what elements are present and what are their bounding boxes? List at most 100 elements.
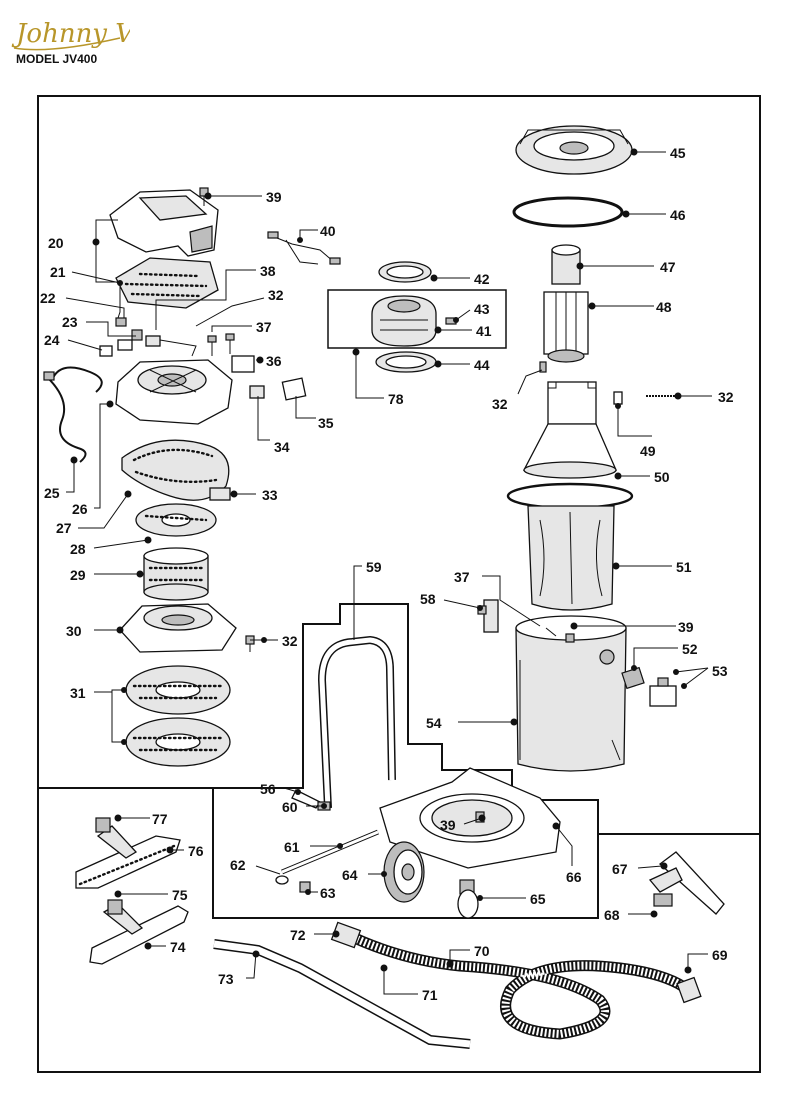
part-65-caster — [457, 879, 479, 919]
part-label-65: 65 — [530, 891, 546, 907]
callout-20: 20 — [48, 219, 120, 283]
part-label-44: 44 — [474, 357, 490, 373]
part-label-42: 42 — [474, 271, 490, 287]
callout-35: 35 — [295, 396, 334, 431]
callout-50: 50 — [614, 469, 670, 485]
callout-77: 77 — [114, 811, 168, 827]
callout-61: 61 — [284, 839, 343, 855]
callout-74: 74 — [144, 939, 186, 955]
callout-29: 29 — [70, 567, 144, 583]
callout-45: 45 — [630, 145, 686, 161]
part-30-filter-housing — [119, 603, 237, 653]
callout-62: 62 — [230, 857, 281, 875]
part-66-base-frame — [379, 767, 561, 869]
callout-54: 54 — [426, 715, 518, 731]
part-45-top-lid — [515, 125, 633, 175]
callout-52: 52 — [631, 641, 698, 671]
callout-32-center: 32 — [492, 369, 543, 412]
part-label-25: 25 — [44, 485, 60, 501]
part-32-screw-left — [245, 635, 255, 652]
part-label-74: 74 — [170, 939, 186, 955]
part-label-45: 45 — [670, 145, 686, 161]
part-label-51: 51 — [676, 559, 692, 575]
part-label-59: 59 — [366, 559, 382, 575]
callout-40: 40 — [297, 223, 336, 243]
small-hardware-22-24 — [99, 317, 197, 357]
part-label-32-top: 32 — [268, 287, 284, 303]
part-label-27: 27 — [56, 520, 72, 536]
part-29-filter-cylinder — [143, 547, 209, 601]
callout-24: 24 — [44, 332, 103, 351]
part-label-33: 33 — [262, 487, 278, 503]
part-label-24: 24 — [44, 332, 60, 348]
part-70-71-hose — [343, 929, 692, 1040]
callout-23: 23 — [62, 314, 136, 337]
part-label-64: 64 — [342, 867, 358, 883]
part-50-cone-filter — [522, 381, 617, 479]
callout-53: 53 — [673, 663, 728, 689]
callout-25: 25 — [44, 456, 78, 501]
part-54-tank — [515, 615, 627, 772]
part-label-69: 69 — [712, 947, 728, 963]
callout-32-left: 32 — [250, 633, 298, 649]
callout-49: 49 — [615, 403, 656, 459]
part-label-62: 62 — [230, 857, 246, 873]
part-label-41: 41 — [476, 323, 492, 339]
callout-76: 76 — [166, 843, 204, 859]
callout-67: 67 — [612, 861, 668, 877]
part-label-50: 50 — [654, 469, 670, 485]
svg-text:Johnny Vac: Johnny Vac — [11, 19, 130, 49]
part-label-28: 28 — [70, 541, 86, 557]
part-59-handle — [317, 635, 396, 809]
callout-32-top: 32 — [195, 287, 284, 327]
part-label-53: 53 — [712, 663, 728, 679]
part-41-motor — [371, 295, 437, 347]
part-label-39-top: 39 — [266, 189, 282, 205]
part-36-bracket — [231, 355, 255, 373]
part-label-63: 63 — [320, 885, 336, 901]
part-label-40: 40 — [320, 223, 336, 239]
part-31-filter-discs — [125, 665, 231, 767]
part-32-pin-center — [539, 361, 547, 373]
callout-69: 69 — [684, 947, 728, 974]
callout-41: 41 — [434, 323, 492, 339]
callout-48: 48 — [588, 299, 672, 315]
part-label-48: 48 — [656, 299, 672, 315]
part-label-46: 46 — [670, 207, 686, 223]
callout-30: 30 — [66, 623, 124, 639]
part-label-32-center: 32 — [492, 396, 508, 412]
callout-39-base: 39 — [440, 814, 486, 833]
part-label-47: 47 — [660, 259, 676, 275]
part-label-61: 61 — [284, 839, 300, 855]
part-label-56: 56 — [260, 781, 276, 797]
part-label-58: 58 — [420, 591, 436, 607]
part-64-wheel — [383, 841, 425, 903]
part-label-37-left: 37 — [256, 319, 272, 335]
part-label-78: 78 — [388, 391, 404, 407]
callout-75: 75 — [114, 887, 188, 903]
part-label-22: 22 — [40, 290, 56, 306]
part-label-75: 75 — [172, 887, 188, 903]
part-20-motor-cover — [109, 189, 219, 257]
part-76-77-floor-tool — [75, 817, 181, 889]
part-label-29: 29 — [70, 567, 86, 583]
section-divider-left — [38, 787, 760, 919]
part-26-motor-base — [115, 359, 233, 425]
callout-42: 42 — [430, 271, 490, 287]
callout-51: 51 — [612, 559, 692, 575]
part-label-43: 43 — [474, 301, 490, 317]
part-label-34: 34 — [274, 439, 290, 455]
part-39-screw-tank — [545, 627, 575, 643]
part-52-53-latch — [621, 666, 677, 707]
callout-43: 43 — [453, 301, 490, 323]
callout-37-right: 37 — [454, 569, 541, 627]
brand-logo: Johnny Vac — [11, 19, 130, 51]
callout-66: 66 — [552, 822, 582, 885]
part-35-gasket — [281, 377, 307, 401]
motor-group-box — [327, 289, 507, 349]
diagram-frame — [37, 95, 761, 1073]
callout-33: 33 — [230, 487, 278, 503]
part-label-52: 52 — [682, 641, 698, 657]
callout-71: 71 — [380, 964, 438, 1003]
